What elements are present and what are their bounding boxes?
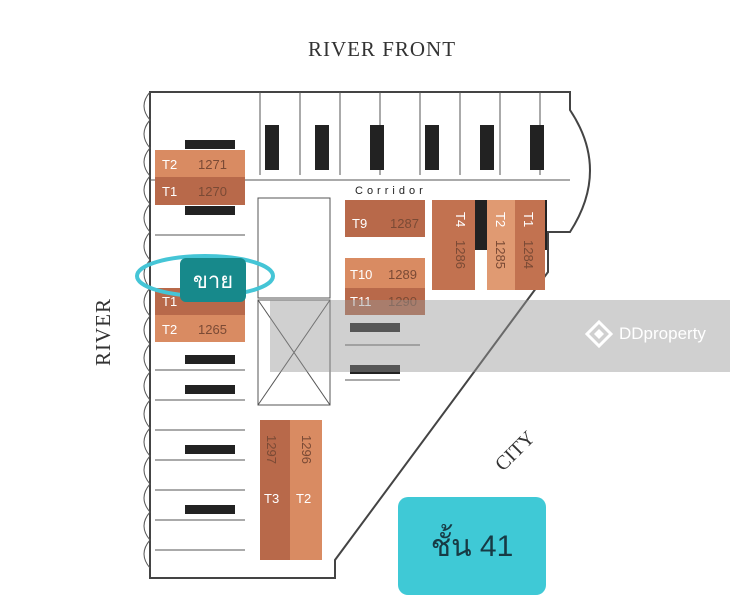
unit-number: 1290 <box>388 294 417 309</box>
unit-type: T3 <box>264 491 279 506</box>
unit-number: 1297 <box>264 435 279 464</box>
unit-number: 1265 <box>198 322 227 337</box>
unit-type: T9 <box>352 216 367 231</box>
ddproperty-brand-text: DDproperty <box>619 324 706 343</box>
unit-T1-1270[interactable]: T1 1270 <box>155 177 245 205</box>
floor-badge: ชั้น 41 <box>398 497 546 595</box>
unit-number: 1271 <box>198 157 227 172</box>
unit-type: T11 <box>350 294 371 309</box>
unit-number: 1270 <box>198 184 227 199</box>
unit-number: 1285 <box>493 240 508 269</box>
unit-type: T4 <box>453 212 468 227</box>
ddproperty-watermark: DDproperty <box>585 320 706 348</box>
unit-T11-1290[interactable]: T11 1290 <box>345 288 425 315</box>
unit-type: T2 <box>162 322 177 337</box>
unit-T10-1289[interactable]: T10 1289 <box>345 258 425 288</box>
watermark-band <box>270 300 730 372</box>
unit-T2-1265[interactable]: T2 1265 <box>155 315 245 342</box>
unit-type: T1 <box>162 184 177 199</box>
unit-T4-1286[interactable]: T4 1286 <box>432 200 475 290</box>
unit-T1-1284[interactable]: T1 1284 <box>515 200 545 290</box>
corridor-label: Corridor <box>355 185 427 197</box>
city-label: CITY <box>491 427 540 476</box>
unit-number: 1296 <box>299 435 314 464</box>
unit-type: T2 <box>162 157 177 172</box>
unit-number: 1289 <box>388 267 417 282</box>
unit-number: 1284 <box>521 240 536 269</box>
unit-type: T1 <box>162 294 177 309</box>
unit-type: T2 <box>296 491 311 506</box>
unit-T9-1287[interactable]: T9 1287 <box>345 200 425 237</box>
ddproperty-logo-icon <box>585 320 613 348</box>
river-label: RIVER <box>91 298 115 366</box>
unit-type: T10 <box>350 267 372 282</box>
sale-badge[interactable]: ขาย <box>180 258 246 302</box>
unit-type: T1 <box>521 212 536 227</box>
unit-number: 1287 <box>390 216 419 231</box>
apartment-bays <box>143 91 570 569</box>
unit-T2-1271[interactable]: T2 1271 <box>155 150 245 177</box>
unit-type: T2 <box>493 212 508 227</box>
unit-number: 1286 <box>453 240 468 269</box>
river-front-label: RIVER FRONT <box>308 37 456 61</box>
unit-T2-1285[interactable]: T2 1285 <box>487 200 515 290</box>
